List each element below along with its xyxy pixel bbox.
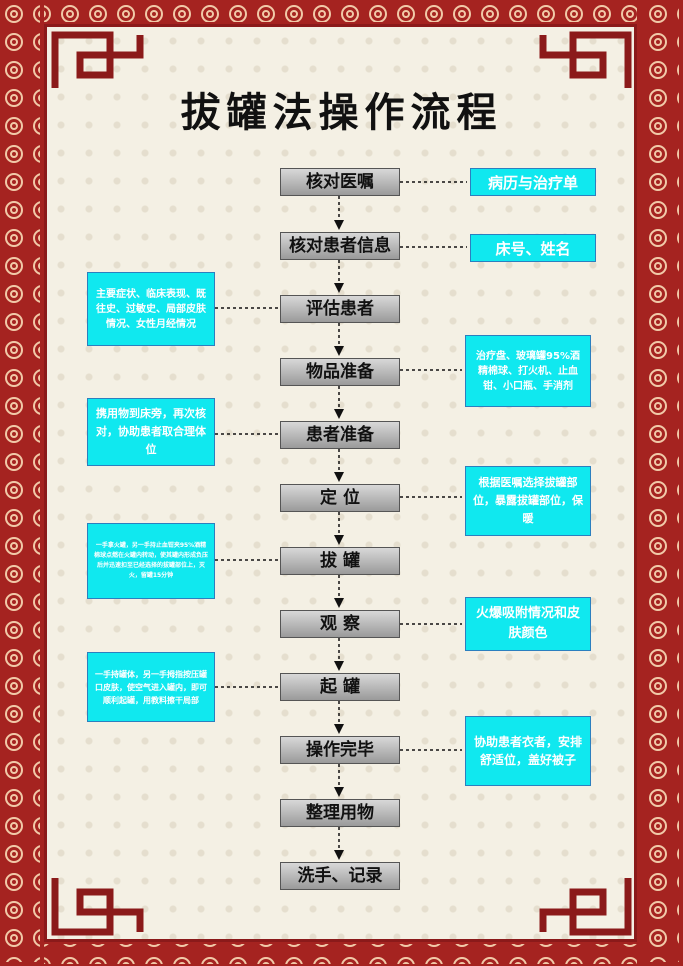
step-verify-patient-info: 核对患者信息: [280, 232, 400, 260]
note-text: 主要症状、临床表现、既往史、过敏史、局部皮肤情况、女性月经情况: [96, 288, 206, 330]
step-assess-patient: 评估患者: [280, 295, 400, 323]
step-cupping: 拔 罐: [280, 547, 400, 575]
step-wash-record: 洗手、记录: [280, 862, 400, 890]
note-text: 一手持罐体，另一手拇指按压罐口皮肤，使空气进入罐内，即可顺利起罐，用教料擦干局部: [95, 669, 207, 705]
note-text: 携用物到床旁，再次核对，协助患者取合理体位: [96, 407, 206, 456]
swirl-border-top: [44, 2, 637, 22]
step-prepare-patient: 患者准备: [280, 421, 400, 449]
step-prepare-items: 物品准备: [280, 358, 400, 386]
note-text: 床号、姓名: [495, 239, 571, 258]
step-remove-cup: 起 罐: [280, 673, 400, 701]
step-finish: 操作完毕: [280, 736, 400, 764]
note-observe-details: 火爆吸附情况和皮肤颜色: [465, 597, 591, 651]
page-title: 拔罐法操作流程: [180, 90, 503, 136]
note-text: 协助患者衣者，安排舒适位，盖好被子: [473, 735, 582, 767]
step-tidy-items: 整理用物: [280, 799, 400, 827]
note-patient-prep: 携用物到床旁，再次核对，协助患者取合理体位: [87, 398, 215, 466]
note-cupping-details: 一手拿火罐，另一手持止血钳夹95%酒精棉球点燃在火罐内转动，使其罐内形成负压后并…: [87, 523, 215, 599]
note-text: 治疗盘、玻璃罐95%酒精棉球、打火机、止血钳、小口瓶、手消剂: [476, 350, 580, 392]
note-assessment-details: 主要症状、临床表现、既往史、过敏史、局部皮肤情况、女性月经情况: [87, 272, 215, 346]
swirl-border-bottom: [44, 944, 637, 964]
note-text: 根据医嘱选择拔罐部位，暴露拔罐部位，保暖: [473, 476, 583, 525]
corner-knot-top-right-icon: [539, 31, 632, 88]
note-text: 火爆吸附情况和皮肤颜色: [475, 606, 580, 641]
step-locate: 定 位: [280, 484, 400, 512]
note-bed-name: 床号、姓名: [470, 234, 596, 262]
swirl-border-left: [4, 4, 40, 962]
note-remove-details: 一手持罐体，另一手拇指按压罐口皮肤，使空气进入罐内，即可顺利起罐，用教料擦干局部: [87, 652, 215, 722]
note-text: 一手拿火罐，另一手持止血钳夹95%酒精棉球点燃在火罐内转动，使其罐内形成负压后并…: [94, 542, 209, 579]
corner-knot-top-left-icon: [51, 31, 144, 88]
note-connectors: [215, 181, 467, 751]
note-text: 病历与治疗单: [487, 173, 578, 192]
flow-arrows: [334, 196, 344, 860]
note-finish-details: 协助患者衣者，安排舒适位，盖好被子: [465, 716, 591, 786]
step-observe: 观 察: [280, 610, 400, 638]
step-verify-order: 核对医嘱: [280, 168, 400, 196]
note-medical-record: 病历与治疗单: [470, 168, 596, 196]
note-item-list: 治疗盘、玻璃罐95%酒精棉球、打火机、止血钳、小口瓶、手消剂: [465, 335, 591, 407]
note-locate-details: 根据医嘱选择拔罐部位，暴露拔罐部位，保暖: [465, 466, 591, 536]
corner-knot-bottom-right-icon: [539, 878, 632, 936]
swirl-border-right: [643, 4, 679, 962]
corner-knot-bottom-left-icon: [51, 878, 144, 936]
